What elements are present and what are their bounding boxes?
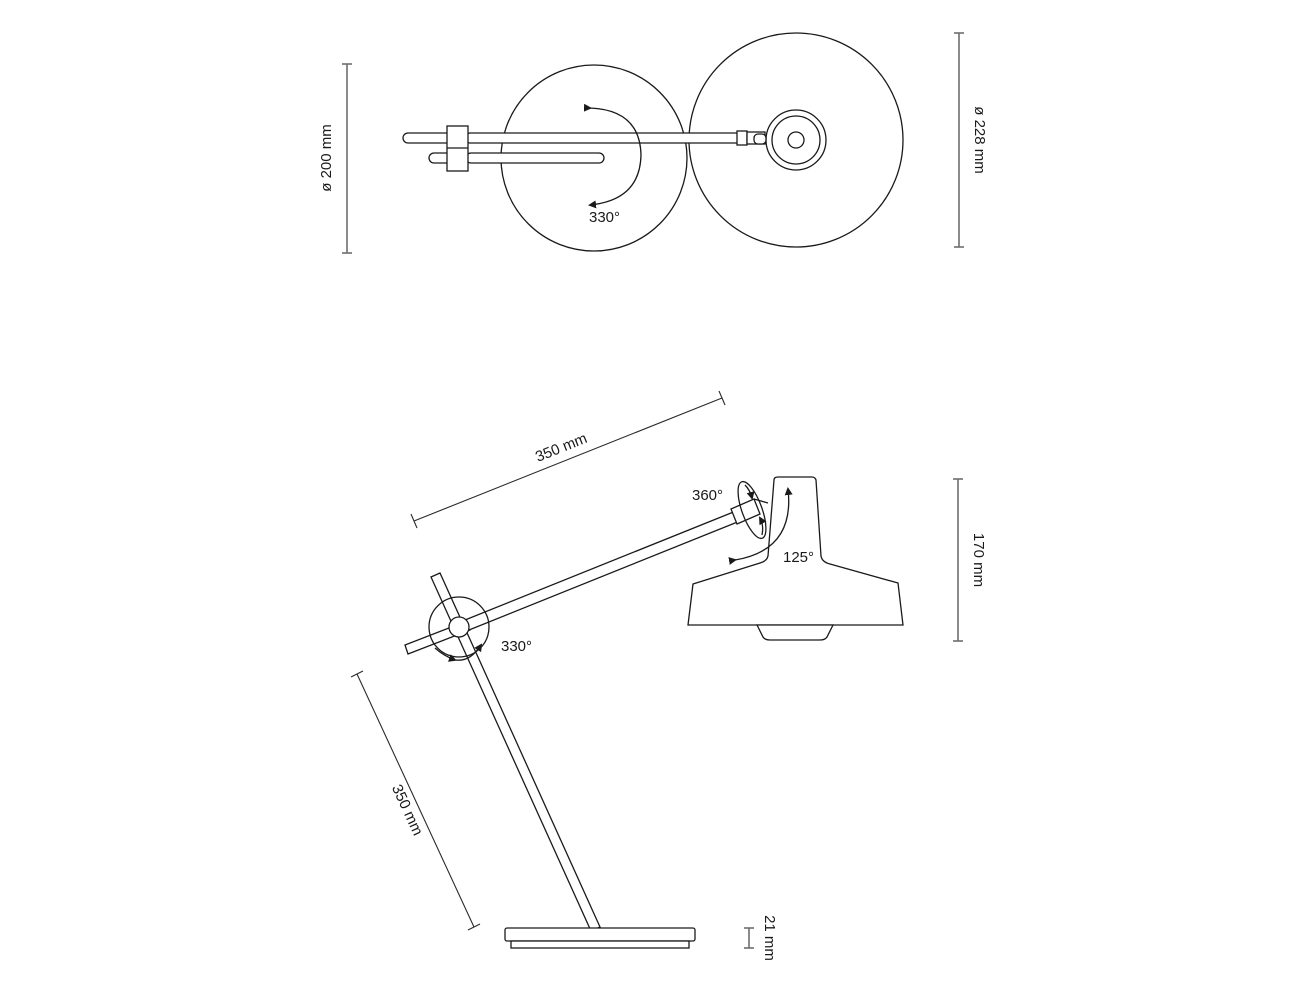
shade-swivel-label: 360°: [692, 487, 723, 504]
shade-socket-outer: [765, 109, 827, 171]
lower-arm: [430, 572, 601, 932]
lower-arm-dimension: 350 mm: [350, 670, 481, 931]
side-view: 350 mm 350 mm 330°: [350, 390, 987, 961]
shade-height-label: 170 mm: [970, 533, 987, 587]
shade-socket-core: [787, 131, 805, 149]
rotation-arrow-icon: [583, 103, 642, 209]
tilt-arrow-icon: [728, 487, 793, 565]
shade: [687, 476, 904, 641]
base-diameter-label: ø 200 mm: [318, 124, 335, 192]
shade-diameter-dimension: ø 228 mm: [954, 32, 988, 248]
base-diameter-dimension: ø 200 mm: [318, 63, 352, 254]
top-arm: [402, 125, 766, 172]
shade-socket-inner: [771, 115, 821, 165]
base-height-dimension: 21 mm: [744, 915, 778, 961]
base-height-label: 21 mm: [761, 915, 778, 961]
pivot-joint: [448, 616, 470, 638]
upper-arm-length-label: 350 mm: [533, 430, 590, 466]
top-rotation-label: 330°: [589, 209, 620, 226]
upper-arm-dimension: 350 mm: [410, 390, 726, 529]
shade-height-dimension: 170 mm: [953, 478, 987, 642]
top-view: 330° ø 200 mm ø 228 mm: [318, 32, 988, 254]
shade-tilt-label: 125°: [783, 549, 814, 566]
joint-rotation-label: 330°: [501, 638, 532, 655]
shade-diameter-label: ø 228 mm: [971, 106, 988, 174]
joint-rotation-arrow-icon: [455, 643, 483, 661]
lamp-base: [504, 927, 696, 949]
